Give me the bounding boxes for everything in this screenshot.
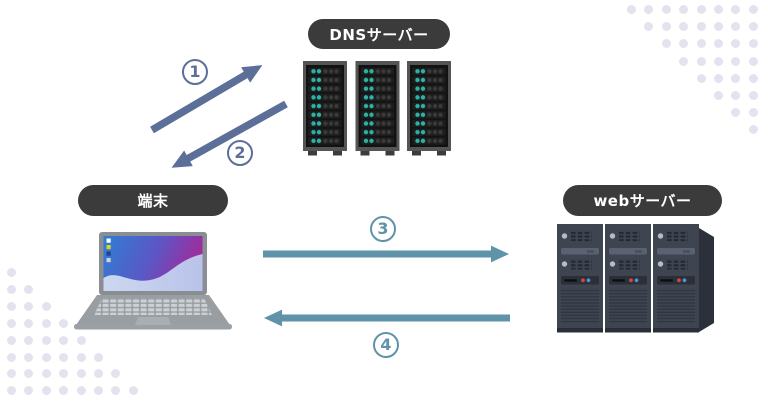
decor-dot: [24, 318, 34, 328]
dns-server-icon: [303, 61, 451, 156]
decor-dot: [627, 5, 636, 14]
decor-dot: [714, 73, 723, 83]
desktop-icons: [106, 238, 111, 263]
decor-dot: [24, 386, 34, 396]
decor-dot: [59, 318, 69, 328]
decor-dot: [696, 56, 706, 66]
decor-dot: [41, 352, 51, 362]
decor-dot: [7, 335, 16, 345]
decor-dot: [731, 22, 741, 32]
decor-dot: [714, 91, 723, 100]
decor-dot: [94, 352, 103, 362]
decor-dot: [679, 56, 689, 66]
decor-dot: [696, 5, 706, 14]
decor-dot: [76, 335, 86, 345]
decor-dot: [7, 318, 16, 328]
decor-dots-bottom-left: [0, 262, 150, 402]
decor-dot: [41, 318, 51, 328]
decor-dot: [714, 39, 723, 49]
decor-dot: [661, 39, 671, 49]
laptop-icon: [74, 232, 232, 330]
decor-dot: [111, 369, 121, 379]
decor-dot: [7, 268, 16, 277]
decor-dot: [128, 386, 138, 396]
decor-dot: [731, 5, 741, 14]
decor-dot: [644, 22, 654, 32]
decor-dot: [644, 5, 654, 14]
decor-dot: [731, 73, 741, 83]
decor-dot: [714, 22, 723, 32]
decor-dot: [111, 386, 121, 396]
decor-dot: [748, 22, 758, 32]
decor-dot: [24, 301, 34, 311]
step-4-badge: 4: [373, 332, 399, 358]
dns-server-label: DNSサーバー: [308, 19, 450, 49]
decor-dot: [24, 369, 34, 379]
decor-dot: [731, 91, 741, 100]
decor-dot: [679, 22, 689, 32]
decor-dot: [696, 73, 706, 83]
decor-dot: [59, 369, 69, 379]
decor-dot: [714, 56, 723, 66]
arrow-step2-dns-to-terminal: [171, 100, 288, 168]
terminal-label: 端末: [78, 185, 228, 216]
decor-dot: [7, 301, 16, 311]
decor-dot: [748, 5, 758, 14]
decor-dot: [24, 284, 34, 294]
web-server-label: webサーバー: [563, 185, 722, 216]
decor-dot: [41, 386, 51, 396]
decor-dot: [24, 352, 34, 362]
decor-dot: [7, 386, 16, 396]
decor-dot: [731, 108, 741, 118]
decor-dot: [748, 39, 758, 49]
decor-dot: [679, 5, 689, 14]
decor-dot: [748, 125, 758, 135]
decor-dot: [94, 386, 103, 396]
decor-dot: [696, 22, 706, 32]
decor-dot: [731, 56, 741, 66]
decor-dot: [59, 352, 69, 362]
decor-dot: [76, 352, 86, 362]
decor-dot: [41, 369, 51, 379]
decor-dot: [714, 5, 723, 14]
step-3-badge: 3: [370, 216, 396, 242]
decor-dot: [748, 91, 758, 100]
decor-dot: [7, 352, 16, 362]
decor-dot: [7, 369, 16, 379]
step-1-badge: 1: [182, 59, 208, 85]
decor-dot: [661, 5, 671, 14]
decor-dots-top-right: [620, 0, 768, 145]
arrow-step1-terminal-to-dns: [150, 65, 263, 134]
decor-dot: [94, 369, 103, 379]
decor-dot: [748, 73, 758, 83]
decor-dot: [24, 335, 34, 345]
decor-dot: [7, 284, 16, 294]
decor-dot: [731, 39, 741, 49]
decor-dot: [76, 386, 86, 396]
decor-dot: [76, 369, 86, 379]
decor-dot: [59, 386, 69, 396]
web-server-icon: [557, 224, 714, 333]
decor-dot: [661, 22, 671, 32]
decor-dot: [748, 56, 758, 66]
step-2-badge: 2: [227, 140, 253, 166]
decor-dot: [41, 301, 51, 311]
decor-dot: [41, 335, 51, 345]
decor-dot: [59, 335, 69, 345]
decor-dot: [748, 108, 758, 118]
decor-dot: [679, 39, 689, 49]
decor-dot: [696, 39, 706, 49]
